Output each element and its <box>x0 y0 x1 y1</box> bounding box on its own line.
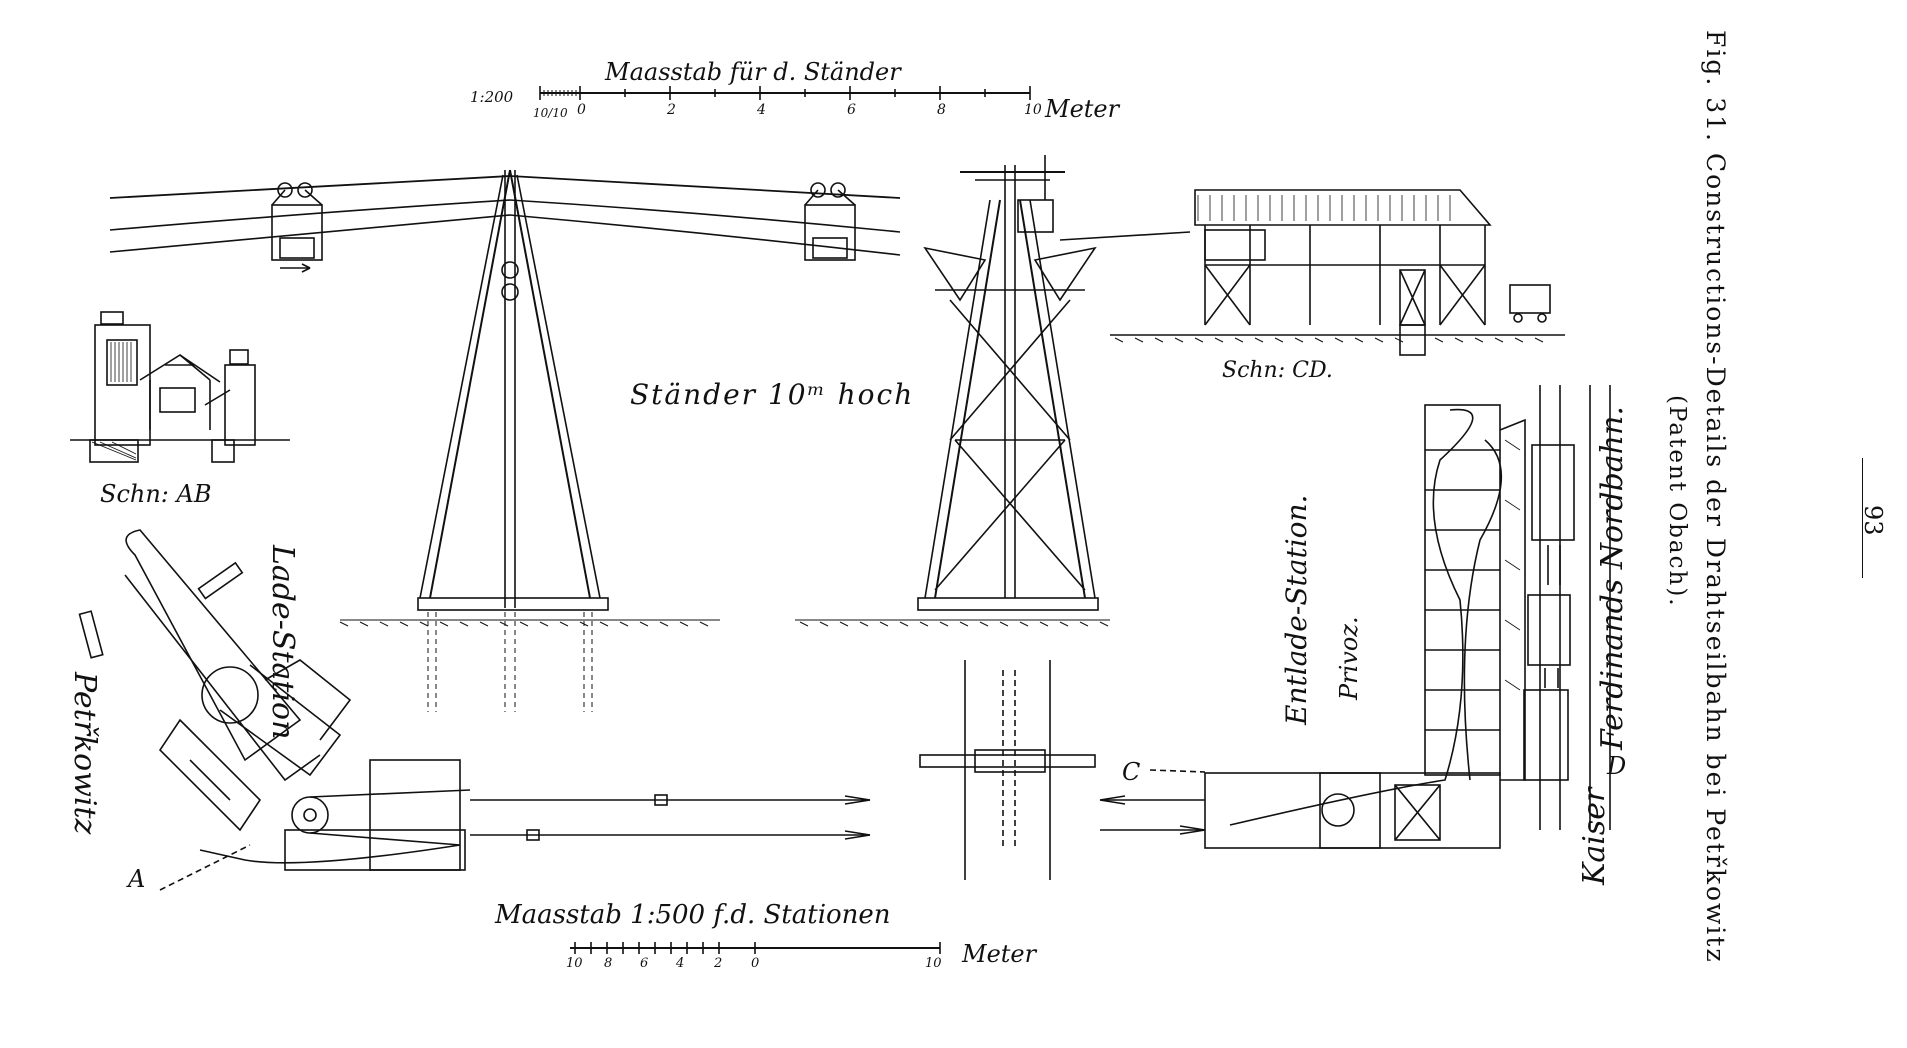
bottom-scale-tick-5: 0 <box>751 956 760 971</box>
top-scale-tick-5: 8 <box>937 102 946 118</box>
top-scale-tick-1: 0 <box>577 102 586 118</box>
top-scale-tick-6: 10 <box>1024 102 1042 118</box>
page-rule <box>1862 458 1863 578</box>
entlade-station-plan <box>1204 385 1611 849</box>
ferdinands-nordbahn-label: Ferdinands Nordbahn. <box>1595 406 1630 750</box>
top-scale-title: Maasstab für d. Ständer <box>605 58 901 86</box>
petrkowitz-label: Petřkowitz <box>67 672 102 835</box>
pylon-side-view <box>795 155 1110 880</box>
top-scale-bar <box>539 86 1031 100</box>
bottom-scale-tick-1: 8 <box>604 956 613 971</box>
bottom-scale-tick-3: 4 <box>676 956 685 971</box>
marker-d: D <box>1607 752 1627 780</box>
bottom-scale-unit: Meter <box>962 940 1037 968</box>
figure-caption-title: Fig. 31. Constructions-Details der Draht… <box>1701 30 1730 964</box>
lade-station-label: Lade-Station <box>265 545 300 740</box>
section-cd-label: Schn: CD. <box>1222 358 1333 383</box>
staender-label: Ständer 10ᵐ hoch <box>630 378 915 411</box>
page-number: 93 <box>1859 505 1887 536</box>
section-ab-building <box>70 311 290 463</box>
kaiser-label: Kaiser <box>1577 787 1612 885</box>
bottom-scale-tick-6: 10 <box>925 956 942 971</box>
lade-station-plan <box>78 529 471 891</box>
cable-plan-lines <box>470 769 1206 841</box>
bottom-scale-tick-4: 2 <box>714 956 723 971</box>
section-cd-building <box>1110 189 1565 356</box>
top-scale-tick-3: 4 <box>757 102 766 118</box>
entlade-station-label: Entlade-Station. <box>1280 494 1313 725</box>
top-scale-tick-4: 6 <box>847 102 856 118</box>
privoz-label: Privoz. <box>1335 616 1363 700</box>
top-scale-tick-0: 10/10 <box>533 106 568 120</box>
top-scale-unit: Meter <box>1045 95 1120 123</box>
bottom-scale-title: Maasstab 1:500 f.d. Stationen <box>495 900 891 930</box>
bottom-scale-tick-0: 10 <box>566 956 583 971</box>
figure-caption-sub: (Patent Obach). <box>1664 395 1690 608</box>
top-scale-ratio: 1:200 <box>470 88 514 106</box>
section-ab-label: Schn: AB <box>100 480 212 508</box>
bottom-scale-bar <box>570 942 941 954</box>
marker-c: C <box>1122 758 1141 786</box>
bottom-scale-tick-2: 6 <box>640 956 649 971</box>
pylon-front-view <box>339 169 720 712</box>
top-scale-tick-2: 2 <box>667 102 676 118</box>
marker-a: A <box>128 865 146 893</box>
